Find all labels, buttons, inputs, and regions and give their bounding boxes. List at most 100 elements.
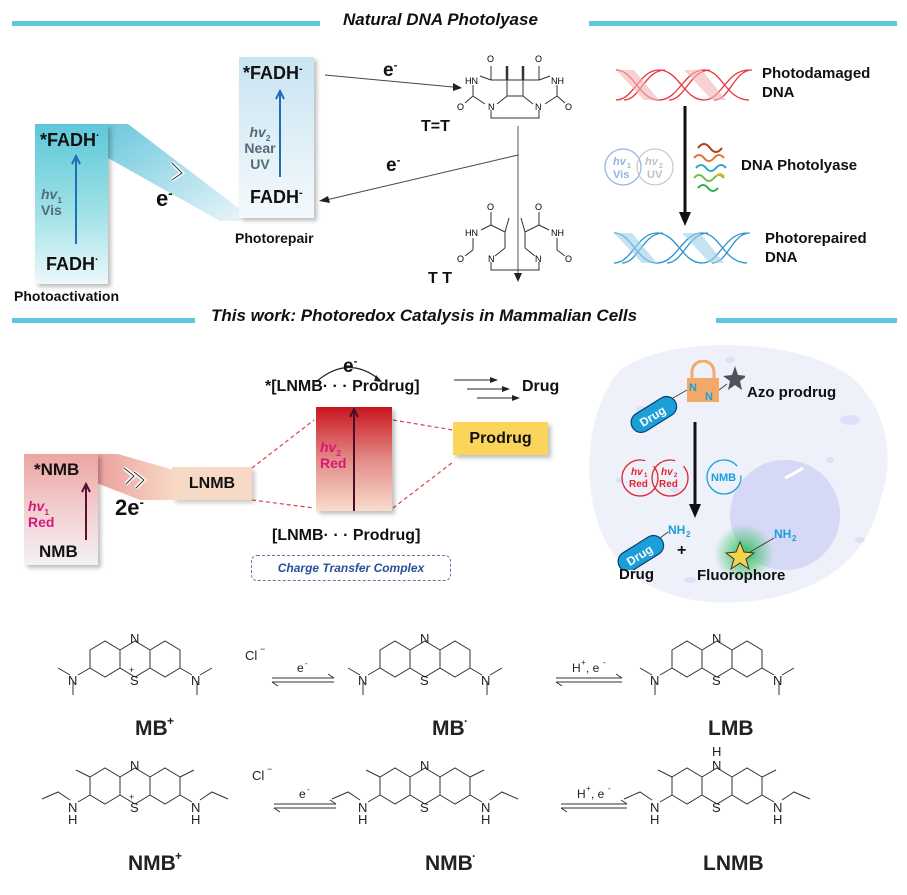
svg-text:O: O — [565, 254, 572, 264]
nmb-radical-structure: NH NH N S — [331, 758, 519, 827]
svg-text:HN: HN — [465, 76, 478, 86]
photoactivation-box: *FADH· hv1 Vis FADH· — [35, 124, 108, 284]
drug-amine-icon: Drug NH 2 — [617, 523, 691, 570]
svg-text:S: S — [130, 673, 139, 688]
prodrug-box: Prodrug — [453, 422, 548, 455]
hv2-near-uv-label: hv2 Near UV — [244, 124, 276, 172]
azo-prodrug-label: Azo prodrug — [747, 384, 837, 401]
svg-text:H: H — [68, 812, 77, 827]
svg-text:2: 2 — [686, 530, 691, 539]
ground-complex-label: [LNMB· · · Prodrug] — [272, 527, 421, 544]
lock-icon: N N — [687, 360, 719, 403]
section2-divider-right — [716, 318, 897, 323]
electron-out-label: e- — [383, 59, 398, 81]
svg-text:S: S — [712, 800, 721, 815]
svg-text:N: N — [712, 631, 721, 646]
svg-text:2: 2 — [674, 473, 678, 479]
svg-text:H: H — [481, 812, 490, 827]
drug-pill-icon: Drug — [630, 395, 678, 434]
section1-title: Natural DNA Photolyase — [343, 10, 538, 29]
svg-text:+: + — [175, 849, 182, 863]
svg-text:-: - — [608, 784, 611, 793]
fluorophore-icon: NH 2 — [714, 524, 797, 580]
star-icon — [724, 540, 756, 571]
svg-text:Vis: Vis — [613, 169, 629, 181]
photolyase-protein-icon — [693, 143, 727, 192]
svg-text:NH: NH — [551, 76, 564, 86]
svg-text:N: N — [420, 631, 429, 646]
electron-transfer-arrows — [319, 74, 522, 282]
svg-text:hv: hv — [631, 467, 644, 478]
equilibrium-arrow-icon — [560, 799, 628, 813]
hv1-vis-label: hv1 Vis — [41, 186, 63, 218]
svg-text:+: + — [167, 714, 174, 728]
svg-text:+: + — [586, 784, 591, 793]
equilibrium-arrow-icon — [555, 673, 623, 687]
nmb-radical-label: NMB — [425, 852, 473, 875]
photorepair-label: Photorepair — [235, 230, 314, 246]
svg-text:N: N — [773, 673, 782, 688]
svg-text:NH: NH — [668, 523, 685, 537]
lmb-structure: N N N H S — [639, 630, 795, 695]
charge-transfer-complex-label: Charge Transfer Complex — [251, 555, 451, 581]
excited-nmb: *NMB — [34, 460, 80, 479]
fluorophore-label: Fluorophore — [697, 567, 786, 584]
svg-text:, e: , e — [591, 787, 605, 801]
nmb-cycle-icon: NMB — [706, 459, 742, 495]
equilibrium-arrow-icon — [271, 673, 335, 687]
svg-text:O: O — [565, 102, 572, 112]
mb-radical-structure: N N N S — [347, 631, 503, 695]
drug-product-label: Drug — [522, 378, 560, 395]
electron-transfer-band — [108, 124, 245, 221]
svg-text:hv: hv — [613, 156, 627, 168]
svg-text:N: N — [650, 800, 659, 815]
svg-text:+: + — [581, 658, 586, 667]
section2-divider-left — [12, 318, 195, 323]
svg-text:H: H — [650, 812, 659, 827]
svg-text:N: N — [68, 673, 77, 688]
svg-text:H: H — [191, 812, 200, 827]
transfer-electron-label: e- — [156, 185, 173, 211]
svg-text:2: 2 — [792, 534, 797, 543]
svg-text:H: H — [773, 812, 782, 827]
cycle-vis-icon — [604, 148, 642, 186]
svg-text:e: e — [299, 787, 306, 801]
drug-released-label: Drug — [619, 566, 654, 583]
hv1-red-label: hv1 Red — [28, 498, 55, 530]
red-light-cycle-icons: hv 1 Red hv 2 Red — [621, 459, 689, 497]
mb-plus-label: MB — [135, 717, 168, 740]
svg-text:O: O — [457, 254, 464, 264]
svg-text:1: 1 — [627, 163, 631, 170]
lmb-label: LMB — [708, 717, 754, 740]
svg-text:S: S — [420, 673, 429, 688]
enzyme-label: DNA Photolyase — [741, 157, 858, 174]
svg-text:H: H — [712, 630, 721, 632]
svg-text:S: S — [420, 800, 429, 815]
lnmb-box: LNMB — [172, 467, 252, 500]
two-electron-label: 2e- — [115, 494, 144, 520]
lnmb-label: LNMB — [703, 852, 764, 875]
atom-label: O — [487, 54, 494, 64]
section1-divider-right — [589, 21, 897, 26]
svg-text:N: N — [773, 800, 782, 815]
cycle-uv-icon — [636, 148, 674, 186]
fadh-anion: FADH- — [250, 187, 303, 207]
svg-text:1: 1 — [644, 473, 648, 479]
svg-text:N: N — [535, 102, 542, 112]
svg-text:NH: NH — [774, 527, 791, 541]
star-icon — [723, 366, 745, 390]
svg-text:H: H — [572, 661, 581, 675]
svg-text:O: O — [535, 54, 542, 64]
red-light-box: hv2 Red — [316, 407, 392, 511]
light-cycle-icons: hv 1 Vis hv 2 UV — [604, 148, 674, 186]
nmb-plus-label: NMB — [128, 852, 176, 875]
excited-complex-label: *[LNMB· · · Prodrug] — [265, 378, 420, 395]
svg-text:N: N — [420, 758, 429, 773]
svg-text:N: N — [488, 254, 495, 264]
section1-divider-left — [12, 21, 320, 26]
svg-text:·: · — [464, 714, 468, 728]
photorepair-box: *FADH- hv2 Near UV FADH- — [239, 57, 314, 218]
mb-radical-label: MB — [432, 717, 465, 740]
nmb-plus-structure: NH NH N S + — [41, 758, 229, 827]
